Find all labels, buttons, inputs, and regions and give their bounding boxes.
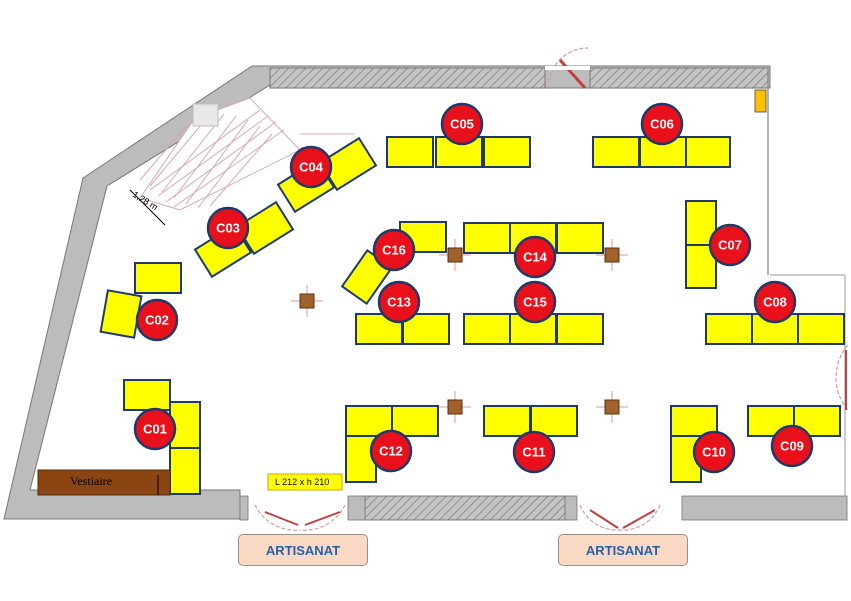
- stand-marker-c06[interactable]: C06: [640, 102, 684, 146]
- table-36: [670, 405, 718, 437]
- table-35: [530, 405, 578, 437]
- vestiaire: Vestiaire: [37, 469, 171, 496]
- table-34: [483, 405, 531, 437]
- table-10: [235, 200, 295, 256]
- pillars: [291, 239, 628, 423]
- stand-label: C09: [780, 439, 804, 454]
- table-12: [99, 289, 143, 339]
- yellow-marker: [754, 89, 767, 113]
- table-28: [123, 379, 171, 411]
- stand-label: C16: [382, 243, 406, 258]
- stand-label: C13: [387, 295, 411, 310]
- stand-marker-circle: [440, 102, 484, 146]
- stair-width-arrow: [129, 189, 166, 226]
- outer-wall: [3, 65, 771, 520]
- stand-marker-circle: [708, 223, 752, 267]
- stand-marker-circle: [369, 429, 413, 473]
- table-1: [386, 136, 434, 168]
- stand-marker-circle: [377, 280, 421, 324]
- stand-marker-c11[interactable]: C11: [512, 430, 556, 474]
- table-22: [556, 313, 604, 345]
- stand-label: C14: [523, 250, 548, 265]
- table-24: [685, 244, 717, 289]
- stand-marker-c16[interactable]: C16: [372, 228, 416, 272]
- table-26: [751, 313, 799, 345]
- stand-marker-circle: [513, 235, 557, 279]
- table-32: [391, 405, 439, 437]
- table-3: [483, 136, 531, 168]
- entrance-left[interactable]: ARTISANAT: [238, 534, 368, 566]
- stand-label: C04: [299, 160, 324, 175]
- top-wall-hatched: [269, 67, 546, 89]
- stand-marker-c03[interactable]: C03: [206, 206, 250, 250]
- pillar-4: [439, 391, 471, 423]
- stand-marker-circle: [289, 145, 333, 189]
- stand-marker-circle: [640, 102, 684, 146]
- stand-marker-c10[interactable]: C10: [692, 430, 736, 474]
- stand-marker-c05[interactable]: C05: [440, 102, 484, 146]
- stand-marker-c12[interactable]: C12: [369, 429, 413, 473]
- bottom-doors: [254, 504, 661, 531]
- stand-label: C03: [216, 221, 240, 236]
- stand-marker-circle: [513, 280, 557, 324]
- table-17: [556, 222, 604, 254]
- table-15: [463, 222, 511, 254]
- stand-marker-c13[interactable]: C13: [377, 280, 421, 324]
- stand-marker-circle: [753, 280, 797, 324]
- stand-label: C02: [145, 313, 169, 328]
- stand-label: C01: [143, 422, 167, 437]
- table-6: [685, 136, 731, 168]
- stand-label: C08: [763, 295, 787, 310]
- stand-label: C07: [718, 238, 742, 253]
- top-wall-hatched-right: [589, 67, 769, 89]
- stand-marker-c07[interactable]: C07: [708, 223, 752, 267]
- stand-label: C05: [450, 117, 474, 132]
- table-4: [592, 136, 640, 168]
- stand-marker-c04[interactable]: C04: [289, 145, 333, 189]
- bottom-wall-left: [239, 495, 249, 521]
- stand-marker-circle: [135, 298, 179, 342]
- table-25: [705, 313, 753, 345]
- walls: [3, 65, 848, 521]
- table-30: [169, 447, 201, 495]
- stand-marker-circle: [133, 407, 177, 451]
- stand-marker-circle: [206, 206, 250, 250]
- table-20: [463, 313, 511, 345]
- right-door: [835, 344, 849, 411]
- top-door: [545, 47, 590, 89]
- tables: [99, 136, 845, 495]
- stand-marker-circle: [770, 424, 814, 468]
- stand-label: C06: [650, 117, 674, 132]
- bottom-wall-mid-right: [564, 495, 578, 521]
- stand-marker-c01[interactable]: C01: [133, 407, 177, 451]
- stand-marker-c09[interactable]: C09: [770, 424, 814, 468]
- stand-label: C10: [702, 445, 726, 460]
- pillar-1: [291, 285, 323, 317]
- stand-marker-c15[interactable]: C15: [513, 280, 557, 324]
- stand-marker-circle: [372, 228, 416, 272]
- stand-label: C12: [379, 444, 403, 459]
- vestiaire-label: Vestiaire: [70, 474, 112, 488]
- staircase: [139, 97, 355, 211]
- stand-label: C11: [522, 445, 545, 460]
- stand-marker-c14[interactable]: C14: [513, 235, 557, 279]
- table-27: [797, 313, 845, 345]
- stand-marker-circle: [692, 430, 736, 474]
- entrance-right[interactable]: ARTISANAT: [558, 534, 688, 566]
- stand-marker-c08[interactable]: C08: [753, 280, 797, 324]
- bottom-wall-middle: [364, 495, 566, 521]
- pillar-3: [596, 239, 628, 271]
- bottom-wall-right: [681, 495, 848, 521]
- pillar-2: [439, 239, 471, 271]
- stand-marker-circle: [512, 430, 556, 474]
- door-size-sign: L 212 x h 210: [267, 473, 343, 491]
- table-11: [134, 262, 182, 294]
- door-size-label: L 212 x h 210: [275, 477, 329, 487]
- bottom-wall-mid-left: [347, 495, 366, 521]
- stand-label: C15: [523, 295, 547, 310]
- pillar-5: [596, 391, 628, 423]
- stand-marker-c02[interactable]: C02: [135, 298, 179, 342]
